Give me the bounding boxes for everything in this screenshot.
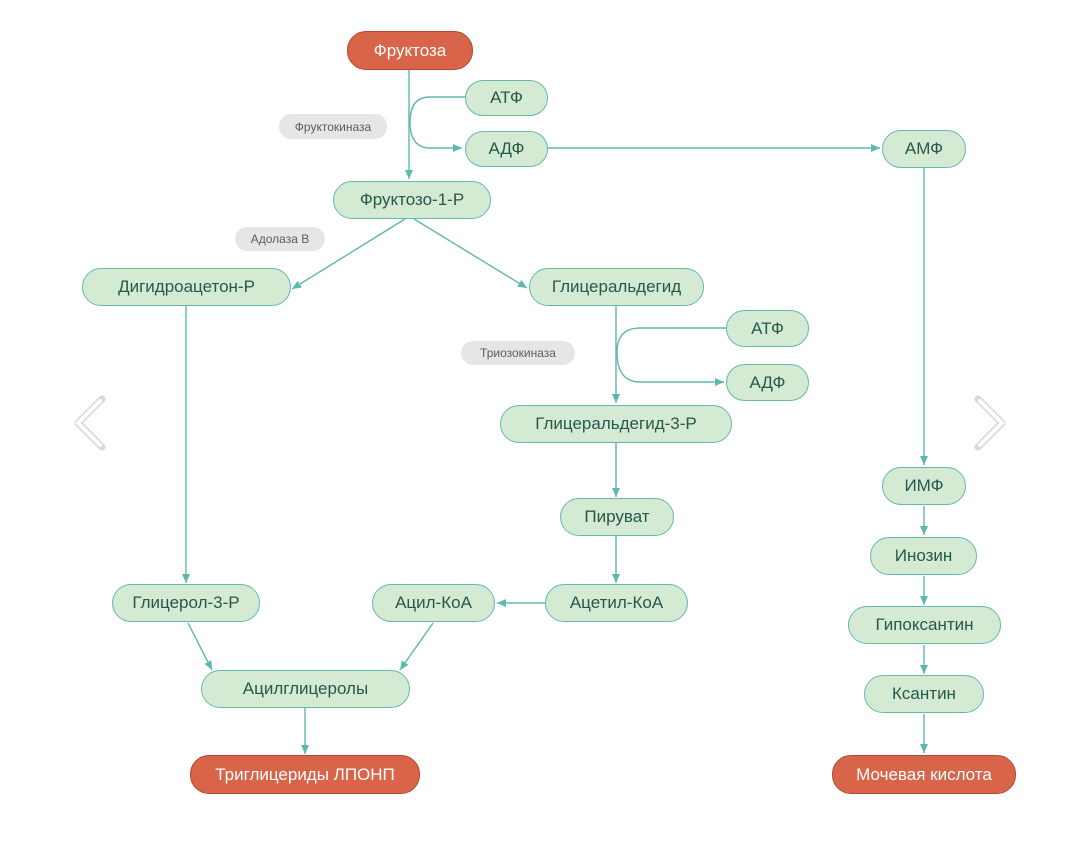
node-uric-acid: Мочевая кислота xyxy=(832,755,1016,794)
node-amp: АМФ xyxy=(882,130,966,168)
node-adp-top: АДФ xyxy=(465,131,548,167)
node-acylglycerols: Ацилглицеролы xyxy=(201,670,410,708)
arrow-atp-to-adp-middle xyxy=(616,327,726,386)
chevron-right-icon xyxy=(974,395,1006,451)
node-glycerol-3-p: Глицерол-3-Р xyxy=(112,584,260,622)
arrow-glycerol3p-to-acylglycerols xyxy=(187,622,213,671)
arrow-acylcoa-to-acylglycerols xyxy=(399,622,434,671)
arrow-atp-to-adp-top xyxy=(409,96,465,152)
node-inosine: Инозин xyxy=(870,537,977,575)
node-adp-middle: АДФ xyxy=(726,364,809,401)
prev-slide-button[interactable] xyxy=(68,393,112,453)
node-atp-middle: АТФ xyxy=(726,310,809,347)
next-slide-button[interactable] xyxy=(968,393,1012,453)
enzyme-label-fructokinase: Фруктокиназа xyxy=(279,114,387,139)
node-glyceraldehyde: Глицеральдегид xyxy=(529,268,704,306)
node-triglycerides-vldl: Триглицериды ЛПОНП xyxy=(190,755,420,794)
node-glyceraldehyde-3-p: Глицеральдегид-3-Р xyxy=(500,405,732,443)
chevron-left-icon xyxy=(74,395,106,451)
enzyme-label-triokinase: Триозокиназа xyxy=(461,341,575,365)
node-acyl-coa: Ацил-КоА xyxy=(372,584,495,622)
node-fructose-1-p: Фруктозо-1-Р xyxy=(333,181,491,219)
node-hypoxanthine: Гипоксантин xyxy=(848,606,1001,644)
node-imp: ИМФ xyxy=(882,467,966,505)
node-fructose: Фруктоза xyxy=(347,31,473,70)
node-acetyl-coa: Ацетил-КоА xyxy=(545,584,688,622)
node-atp-top: АТФ xyxy=(465,80,548,116)
node-pyruvate: Пируват xyxy=(560,498,674,536)
arrow-fructose1p-to-glyceraldehyde xyxy=(413,218,528,289)
node-dihydroxyacetone-p: Дигидроацетон-Р xyxy=(82,268,291,306)
node-xanthine: Ксантин xyxy=(864,675,984,713)
arrow-fructose1p-to-dhap xyxy=(291,218,406,290)
enzyme-label-aldolase-b: Адолаза В xyxy=(235,227,325,251)
